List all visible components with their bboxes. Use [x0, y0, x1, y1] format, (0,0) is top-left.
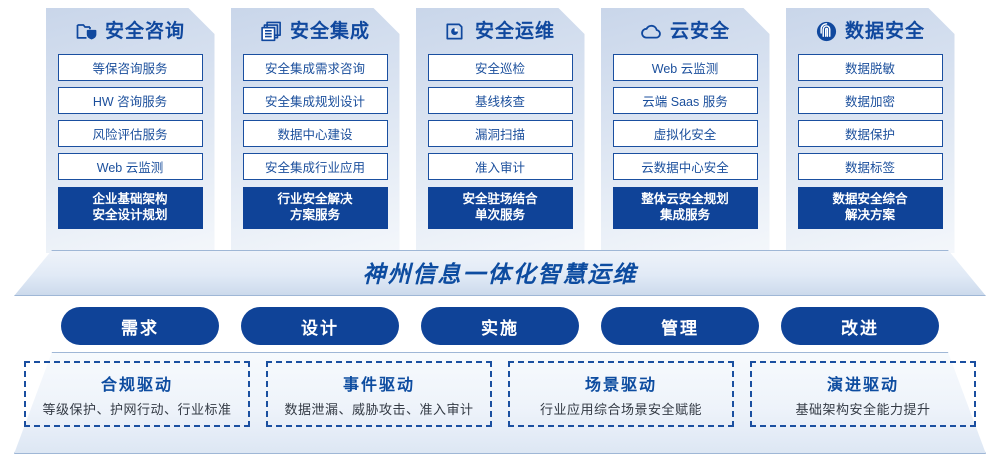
driver-subtitle: 基础架构安全能力提升 [795, 401, 931, 417]
pillar-highlight-item[interactable]: 企业基础架构 安全设计规划 [58, 187, 203, 229]
stage-pill-improvement[interactable]: 改进 [781, 307, 939, 345]
driver-evolution[interactable]: 演进驱动 基础架构安全能力提升 [750, 361, 976, 427]
pillar-title: 数据安全 [844, 20, 925, 42]
pillar-item[interactable]: Web 云监测 [613, 54, 758, 81]
highlight-line-2: 方案服务 [289, 208, 340, 222]
pillar-item[interactable]: Web 云监测 [58, 153, 203, 180]
pillar-item-list: 数据脱敏 数据加密 数据保护 数据标签 数据安全综合 解决方案 [798, 54, 943, 241]
highlight-line-1: 数据安全综合 [832, 192, 908, 207]
pillar-item[interactable]: 安全集成需求咨询 [243, 54, 388, 81]
stage-pills-row: 需求 设计 实施 管理 改进 [0, 307, 1000, 345]
driver-subtitle: 行业应用综合场景安全赋能 [539, 401, 702, 417]
pillar-item[interactable]: 基线核查 [428, 87, 573, 114]
driver-subtitle: 等级保护、护网行动、行业标准 [42, 401, 232, 417]
pillar-title: 云安全 [669, 20, 730, 42]
pillar-item[interactable]: 云数据中心安全 [613, 153, 758, 180]
driver-incident[interactable]: 事件驱动 数据泄漏、威胁攻击、准入审计 [266, 361, 492, 427]
stage-pill-requirements[interactable]: 需求 [61, 307, 219, 345]
pillar-item-list: Web 云监测 云端 Saas 服务 虚拟化安全 云数据中心安全 整体云安全规划… [613, 54, 758, 241]
pillar-data-security[interactable]: 数据安全 数据脱敏 数据加密 数据保护 数据标签 数据安全综合 解决方案 [786, 8, 955, 253]
pillar-security-operations[interactable]: 安全运维 安全巡检 基线核查 漏洞扫描 准入审计 安全驻场结合 单次服务 [416, 8, 585, 253]
highlight-line-2: 解决方案 [844, 208, 895, 222]
drivers-backdrop [14, 352, 986, 454]
pillar-item[interactable]: 数据脱敏 [798, 54, 943, 81]
pillar-security-consulting[interactable]: 安全咨询 等保咨询服务 HW 咨询服务 风险评估服务 Web 云监测 企业基础架… [46, 8, 215, 253]
pillar-header: 数据安全 [798, 8, 943, 54]
pillar-item[interactable]: 数据加密 [798, 87, 943, 114]
driver-scenario[interactable]: 场景驱动 行业应用综合场景安全赋能 [508, 361, 734, 427]
pillar-highlight-item[interactable]: 整体云安全规划 集成服务 [613, 187, 758, 229]
pillar-item[interactable]: 虚拟化安全 [613, 120, 758, 147]
highlight-line-2: 安全设计规划 [92, 208, 168, 222]
pillar-highlight-item[interactable]: 行业安全解决 方案服务 [243, 187, 388, 229]
pillar-header: 安全运维 [428, 8, 573, 54]
platform-banner-title: 神州信息一体化智慧运维 [362, 261, 638, 287]
stage-pill-implementation[interactable]: 实施 [421, 307, 579, 345]
stage-pill-management[interactable]: 管理 [601, 307, 759, 345]
pillar-title: 安全运维 [474, 20, 555, 42]
drivers-section: 合规驱动 等级保护、护网行动、行业标准 事件驱动 数据泄漏、威胁攻击、准入审计 … [0, 352, 1000, 456]
highlight-line-1: 整体云安全规划 [641, 192, 729, 207]
highlight-line-2: 集成服务 [659, 208, 710, 222]
cloud-icon [640, 20, 663, 43]
pillars-row: 安全咨询 等保咨询服务 HW 咨询服务 风险评估服务 Web 云监测 企业基础架… [0, 8, 1000, 253]
banner-section: 神州信息一体化智慧运维 [0, 250, 1000, 298]
driver-title: 演进驱动 [826, 376, 899, 394]
pillar-cloud-security[interactable]: 云安全 Web 云监测 云端 Saas 服务 虚拟化安全 云数据中心安全 整体云… [601, 8, 770, 253]
highlight-line-1: 安全驻场结合 [462, 192, 538, 207]
pillar-item[interactable]: 云端 Saas 服务 [613, 87, 758, 114]
driver-title: 合规驱动 [100, 376, 173, 394]
highlight-line-2: 单次服务 [474, 208, 525, 222]
pillar-item-list: 等保咨询服务 HW 咨询服务 风险评估服务 Web 云监测 企业基础架构 安全设… [58, 54, 203, 241]
highlight-line-1: 企业基础架构 [92, 192, 168, 207]
drivers-row: 合规驱动 等级保护、护网行动、行业标准 事件驱动 数据泄漏、威胁攻击、准入审计 … [0, 361, 1000, 445]
pillar-security-integration[interactable]: 安全集成 安全集成需求咨询 安全集成规划设计 数据中心建设 安全集成行业应用 行… [231, 8, 400, 253]
stage-pill-design[interactable]: 设计 [241, 307, 399, 345]
pillar-item[interactable]: 数据中心建设 [243, 120, 388, 147]
pillar-item[interactable]: 数据标签 [798, 153, 943, 180]
pillar-title: 安全咨询 [104, 20, 185, 42]
pillar-highlight-item[interactable]: 安全驻场结合 单次服务 [428, 187, 573, 229]
pillar-item[interactable]: 安全集成行业应用 [243, 153, 388, 180]
pillar-header: 云安全 [613, 8, 758, 54]
pillar-item[interactable]: 等保咨询服务 [58, 54, 203, 81]
pillar-header: 安全集成 [243, 8, 388, 54]
driver-subtitle: 数据泄漏、威胁攻击、准入审计 [284, 401, 474, 417]
platform-banner: 神州信息一体化智慧运维 [14, 250, 986, 296]
pillar-item[interactable]: 安全集成规划设计 [243, 87, 388, 114]
pillar-item[interactable]: 风险评估服务 [58, 120, 203, 147]
stacked-documents-icon [260, 20, 283, 43]
highlight-line-1: 行业安全解决 [277, 192, 353, 207]
pillar-item[interactable]: 准入审计 [428, 153, 573, 180]
pillar-header: 安全咨询 [58, 8, 203, 54]
driver-compliance[interactable]: 合规驱动 等级保护、护网行动、行业标准 [24, 361, 250, 427]
pillar-item-list: 安全集成需求咨询 安全集成规划设计 数据中心建设 安全集成行业应用 行业安全解决… [243, 54, 388, 241]
pillar-item[interactable]: 数据保护 [798, 120, 943, 147]
pillar-item[interactable]: 漏洞扫描 [428, 120, 573, 147]
fingerprint-icon [815, 20, 838, 43]
folder-shield-icon [75, 20, 98, 43]
monitor-chart-icon [445, 20, 468, 43]
driver-title: 事件驱动 [342, 376, 415, 394]
pillar-highlight-item[interactable]: 数据安全综合 解决方案 [798, 187, 943, 229]
pillar-item-list: 安全巡检 基线核查 漏洞扫描 准入审计 安全驻场结合 单次服务 [428, 54, 573, 241]
driver-title: 场景驱动 [584, 376, 657, 394]
pillar-item[interactable]: 安全巡检 [428, 54, 573, 81]
pillar-item[interactable]: HW 咨询服务 [58, 87, 203, 114]
pillar-title: 安全集成 [289, 20, 370, 42]
